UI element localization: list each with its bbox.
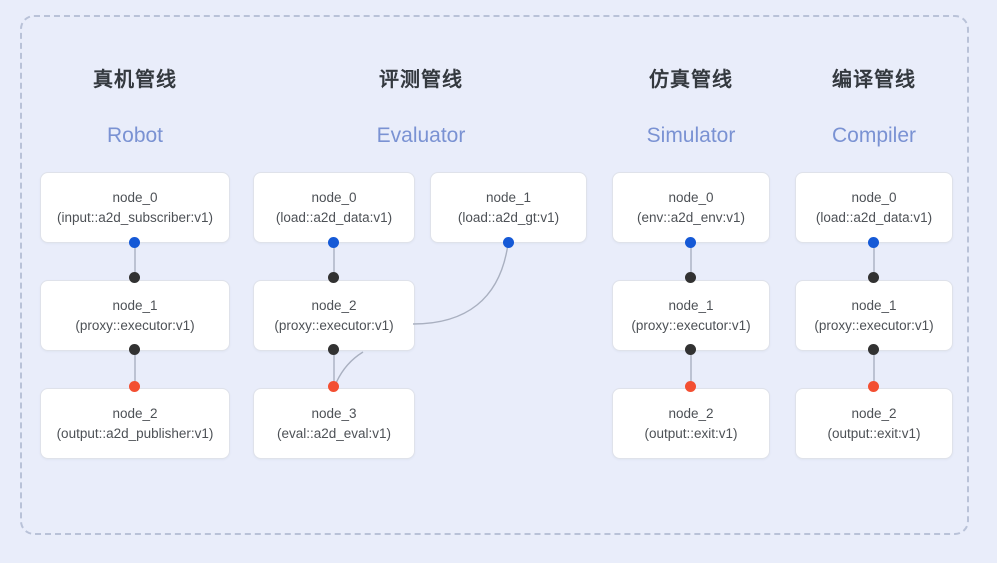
port-input-robot-1[interactable] <box>129 272 140 283</box>
column-title-en-simulator: Simulator <box>646 124 736 147</box>
node-spec: (proxy::executor:v1) <box>814 317 934 333</box>
port-output-robot-1[interactable] <box>129 344 140 355</box>
node-robot-1[interactable]: node_1 (proxy::executor:v1) <box>40 280 230 351</box>
port-input-compiler-1[interactable] <box>868 272 879 283</box>
node-spec: (input::a2d_subscriber:v1) <box>56 209 214 225</box>
node-compiler-1[interactable]: node_1 (proxy::executor:v1) <box>795 280 953 351</box>
node-name: node_0 <box>851 189 897 205</box>
port-source-evaluator-gt[interactable] <box>503 237 514 248</box>
port-sink-compiler-2[interactable] <box>868 381 879 392</box>
node-simulator-1[interactable]: node_1 (proxy::executor:v1) <box>612 280 770 351</box>
node-spec: (load::a2d_data:v1) <box>815 209 933 225</box>
node-spec: (load::a2d_gt:v1) <box>457 209 560 225</box>
node-evaluator-3[interactable]: node_3 (eval::a2d_eval:v1) <box>253 388 415 459</box>
node-robot-0[interactable]: node_0 (input::a2d_subscriber:v1) <box>40 172 230 243</box>
node-spec: (proxy::executor:v1) <box>274 317 394 333</box>
port-input-evaluator-2[interactable] <box>328 272 339 283</box>
node-simulator-0[interactable]: node_0 (env::a2d_env:v1) <box>612 172 770 243</box>
node-spec: (env::a2d_env:v1) <box>636 209 746 225</box>
node-name: node_2 <box>311 297 357 313</box>
node-name: node_1 <box>112 297 158 313</box>
node-name: node_0 <box>311 189 357 205</box>
column-title-cn-robot: 真机管线 <box>93 69 177 91</box>
column-title-en-robot: Robot <box>106 124 164 147</box>
node-name: node_0 <box>112 189 158 205</box>
node-compiler-2[interactable]: node_2 (output::exit:v1) <box>795 388 953 459</box>
port-sink-simulator-2[interactable] <box>685 381 696 392</box>
port-output-simulator-1[interactable] <box>685 344 696 355</box>
node-name: node_3 <box>311 405 357 421</box>
node-name: node_1 <box>668 297 714 313</box>
column-title-en-compiler: Compiler <box>831 124 917 147</box>
node-spec: (output::exit:v1) <box>827 425 921 441</box>
node-simulator-2[interactable]: node_2 (output::exit:v1) <box>612 388 770 459</box>
node-spec: (proxy::executor:v1) <box>75 317 195 333</box>
node-name: node_1 <box>485 189 532 205</box>
node-spec: (proxy::executor:v1) <box>631 317 751 333</box>
port-sink-evaluator-3[interactable] <box>328 381 339 392</box>
node-evaluator-0[interactable]: node_0 (load::a2d_data:v1) <box>253 172 415 243</box>
port-sink-robot-2[interactable] <box>129 381 140 392</box>
port-source-robot-0[interactable] <box>129 237 140 248</box>
node-name: node_0 <box>668 189 714 205</box>
port-source-simulator-0[interactable] <box>685 237 696 248</box>
node-robot-2[interactable]: node_2 (output::a2d_publisher:v1) <box>40 388 230 459</box>
column-title-en-evaluator: Evaluator <box>376 124 466 147</box>
node-name: node_2 <box>112 405 158 421</box>
port-source-compiler-0[interactable] <box>868 237 879 248</box>
port-input-simulator-1[interactable] <box>685 272 696 283</box>
node-evaluator-gt[interactable]: node_1 (load::a2d_gt:v1) <box>430 172 587 243</box>
node-name: node_2 <box>668 405 714 421</box>
port-output-compiler-1[interactable] <box>868 344 879 355</box>
node-spec: (output::exit:v1) <box>644 425 738 441</box>
node-compiler-0[interactable]: node_0 (load::a2d_data:v1) <box>795 172 953 243</box>
node-name: node_2 <box>851 405 897 421</box>
column-title-cn-compiler: 编译管线 <box>832 69 916 91</box>
port-output-evaluator-2[interactable] <box>328 344 339 355</box>
column-title-cn-simulator: 仿真管线 <box>649 69 733 91</box>
node-spec: (eval::a2d_eval:v1) <box>276 425 392 441</box>
port-source-evaluator-0[interactable] <box>328 237 339 248</box>
node-name: node_1 <box>851 297 897 313</box>
node-spec: (load::a2d_data:v1) <box>275 209 393 225</box>
node-spec: (output::a2d_publisher:v1) <box>56 425 214 441</box>
column-title-cn-evaluator: 评测管线 <box>379 69 463 91</box>
node-evaluator-2[interactable]: node_2 (proxy::executor:v1) <box>253 280 415 351</box>
